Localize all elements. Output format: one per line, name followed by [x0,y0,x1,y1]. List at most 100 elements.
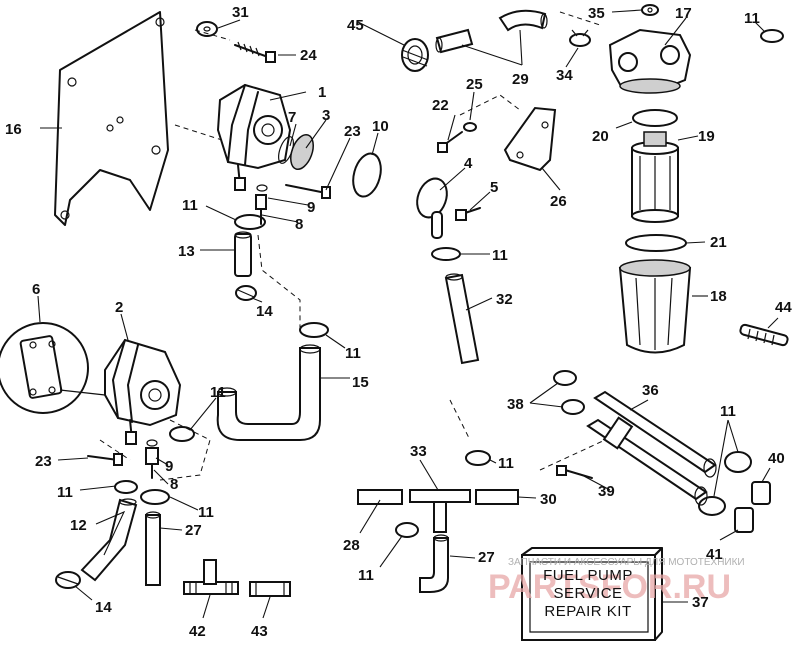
callout-9-upper: 9 [307,199,315,216]
part-hose-12 [80,498,138,582]
part-washer-25 [463,122,477,132]
part-manifold-36 [586,390,717,506]
part-tee-42 [183,559,239,595]
part-nut-35 [641,4,659,16]
callout-42: 42 [189,623,206,640]
callout-27-left: 27 [185,522,202,539]
part-o-ring-20 [632,109,678,127]
part-clip-14-lower [55,571,81,589]
callout-11-j: 11 [498,455,514,472]
part-clamp-11-g [431,247,461,261]
part-hose-29-straight [435,28,474,54]
callout-25: 25 [466,76,483,93]
part-screw-39 [556,465,593,479]
part-clips-38 [553,370,585,415]
part-sleeve-40 [751,481,771,505]
kit-label-line-1: FUEL PUMP [543,567,633,584]
part-hose-32 [444,273,480,365]
callout-11-k: 11 [358,567,374,584]
callout-labels: 1 2 3 4 5 6 7 8 8 9 9 10 11 11 11 11 11 … [5,4,792,640]
callout-8-upper: 8 [295,216,303,233]
callout-4: 4 [464,155,473,172]
callout-22: 22 [432,97,449,114]
callout-39: 39 [598,483,615,500]
callout-27-right: 27 [478,549,495,566]
part-diaphragm-4 [416,177,448,239]
callout-36: 36 [642,382,659,399]
callout-26: 26 [550,193,567,210]
callout-19: 19 [698,128,715,145]
callout-14-upper: 14 [256,303,273,320]
callout-11-b: 11 [345,345,361,362]
part-bracket-26 [503,106,557,172]
callout-15: 15 [352,374,369,391]
callout-30: 30 [540,491,557,508]
callout-24: 24 [300,47,317,64]
part-hose-29-bent [498,9,548,32]
part-repair-kit-37 [521,547,663,641]
kit-label-line-3: REPAIR KIT [544,603,631,620]
part-clamp-11-b [299,322,329,338]
kit-label-line-2: SERVICE [553,585,622,602]
callout-1: 1 [318,84,326,101]
callout-21: 21 [710,234,727,251]
callout-37: 37 [692,594,709,611]
callout-33: 33 [410,443,427,460]
callout-43: 43 [251,623,268,640]
part-clip-14-upper [235,285,257,301]
callout-45: 45 [347,17,364,34]
callout-12: 12 [70,517,87,534]
part-clamp-11-e [140,489,170,505]
callout-3: 3 [322,107,330,124]
part-clamp-11-k [395,522,419,538]
part-connector-44 [739,323,789,347]
part-filter-head-17 [608,28,692,94]
callout-20: 20 [592,128,609,145]
leader-lines [37,9,779,619]
callout-11-c: 11 [210,384,226,401]
watermark-site: PARTSFOR.RU [488,568,731,606]
callout-11-g: 11 [492,247,508,264]
part-hose-27-right [419,534,449,593]
callout-44: 44 [775,299,792,316]
part-screw-22 [437,131,463,153]
callout-7: 7 [288,109,296,126]
callout-17: 17 [675,5,692,22]
callout-14-lower: 14 [95,599,112,616]
part-o-ring-21 [625,234,687,252]
callout-11-h: 11 [720,403,736,420]
part-fuel-pump-upper [216,83,292,191]
part-clamp-11-j [465,450,491,466]
repair-kit-label: FUEL PUMP SERVICE REPAIR KIT [543,567,633,620]
part-hose-27-left [145,511,161,586]
callout-41: 41 [706,546,723,563]
part-clamp-11-i [698,496,726,516]
part-o-ring-10 [352,152,382,198]
part-connector-28 [357,489,403,505]
callout-11-e: 11 [198,504,214,521]
callout-18: 18 [710,288,727,305]
callout-40: 40 [768,450,785,467]
part-sleeve-41 [734,507,754,533]
part-filter-element-19 [631,131,679,223]
part-screw-5 [455,207,481,221]
part-tee-33 [409,489,471,533]
watermark: ЗАПЧАСТИ И АКСЕССУАРЫ ДЛЯ МОТОТЕХНИКИ PA… [488,557,745,606]
callout-9-lower: 9 [165,458,173,475]
callout-6: 6 [32,281,40,298]
part-screw-23-lower [87,453,123,466]
callout-2: 2 [115,299,123,316]
callout-11-d: 11 [57,484,73,501]
part-clamp-11-h [724,451,752,473]
part-hose-13 [234,231,252,277]
callout-8-lower: 8 [170,476,178,493]
part-clamp-34 [569,29,591,47]
part-fuel-pump-lower [59,338,182,445]
part-clamp-11-f [760,29,784,43]
part-connector-30 [475,489,519,505]
part-filter-bowl-18 [618,259,692,354]
callout-10: 10 [372,118,389,135]
part-hose-15 [216,344,321,441]
callout-11-a: 11 [182,197,198,214]
